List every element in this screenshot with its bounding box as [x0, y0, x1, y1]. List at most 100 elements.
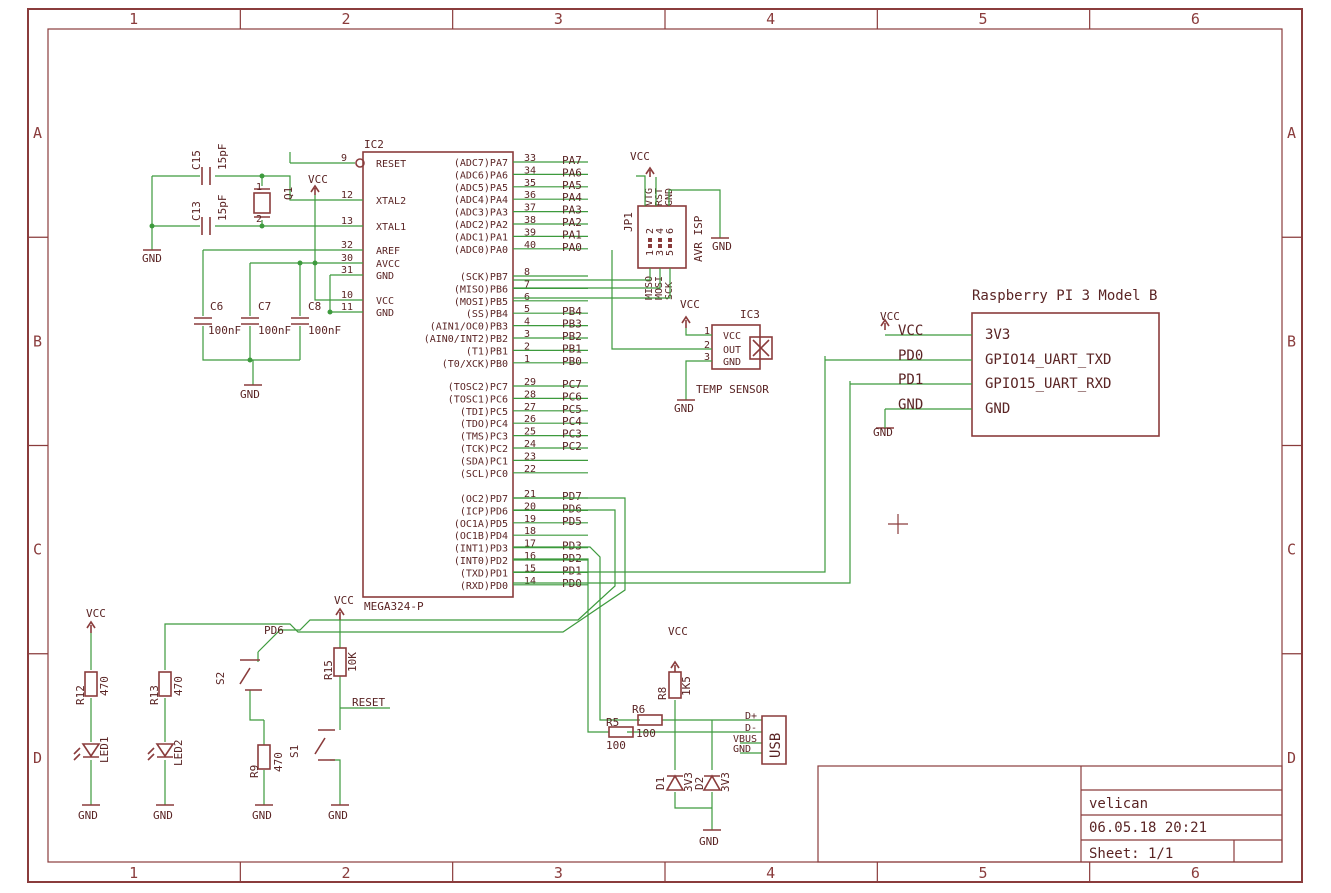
c13-value: 15pF — [216, 195, 229, 222]
grid-row-label: C — [1287, 541, 1296, 559]
c7-ref: C7 — [258, 300, 271, 313]
gnd-caps: GND — [240, 388, 260, 401]
mcu-pin-number: 19 — [524, 514, 536, 525]
grid-col-label: 3 — [554, 864, 563, 882]
vcc-switch: VCC — [334, 594, 354, 607]
mcu-pin-number: 3 — [524, 329, 530, 340]
isp-top-label: RST — [654, 188, 665, 206]
mcu-pin-number: 16 — [524, 551, 536, 562]
isp-pin-number: 1 — [645, 250, 656, 256]
d2-ref: D2 — [693, 777, 706, 790]
mcu-pin-name: (SS)PB4 — [466, 309, 508, 320]
temp-pin-name: VCC — [723, 331, 741, 342]
mcu-pin-number: 38 — [524, 215, 536, 226]
mcu-net-label: PA0 — [562, 241, 582, 254]
gnd-temp: GND — [674, 402, 694, 415]
vcc-usb: VCC — [668, 625, 688, 638]
usb-section: R6 100 R5 100 R8 1K5 D1 3V3 D2 3V3 USB D… — [606, 625, 787, 848]
mcu-net-label: PD6 — [562, 502, 582, 515]
title-author: velican — [1089, 796, 1148, 812]
temp-pin-number: 1 — [704, 326, 710, 337]
temp-pin-number: 3 — [704, 352, 710, 363]
rpi-net-wires — [825, 359, 886, 412]
d1-ref: D1 — [654, 777, 667, 790]
d2-value: 3V3 — [719, 772, 732, 792]
grid-col-label: 2 — [342, 864, 351, 882]
grid-col-label: 3 — [554, 10, 563, 28]
grid-col-label: 1 — [129, 10, 138, 28]
mcu-net-label: PA1 — [562, 228, 582, 241]
oscillator-section: C15 15pF C13 15pF 1 2 Q1 GND — [142, 144, 363, 265]
temp-pin-name: OUT — [723, 345, 741, 356]
grid-col-label: 1 — [129, 864, 138, 882]
mcu-pin-name: (ADC1)PA1 — [454, 232, 508, 243]
grid-col-label: 4 — [766, 864, 775, 882]
mcu-pin-number: 1 — [524, 354, 530, 365]
mcu-pin-number: 23 — [524, 451, 536, 462]
mcu-net-label: PC6 — [562, 390, 582, 403]
isp-name: AVR ISP — [692, 215, 705, 262]
mcu-net-label: PB0 — [562, 355, 582, 368]
mcu-net-label: PD3 — [562, 540, 582, 553]
mcu-pin-name: (TOSC1)PC6 — [448, 394, 508, 405]
r12-ref: R12 — [74, 685, 87, 705]
mcu-net-label: PB3 — [562, 318, 582, 331]
led1-ref: LED1 — [98, 737, 111, 764]
c8-ref: C8 — [308, 300, 321, 313]
mcu-pin-name: (TDI)PC5 — [460, 407, 508, 418]
grid-col-label: 6 — [1191, 10, 1200, 28]
isp-pin-pad — [648, 244, 652, 248]
mcu-net-label: PC4 — [562, 415, 582, 428]
isp-ref: JP1 — [622, 212, 635, 232]
rpi-pin-name: GPIO14_UART_TXD — [985, 352, 1111, 368]
mcu-pin-number: 15 — [524, 563, 536, 574]
rpi-net-label: PD0 — [898, 348, 923, 364]
mcu-pin-name: (OC1A)PD5 — [454, 519, 508, 530]
rpi-pin-name: GPIO15_UART_RXD — [985, 376, 1111, 392]
mcu-pin-number: 22 — [524, 464, 536, 475]
s2-ref: S2 — [214, 672, 227, 685]
grid-col-label: 5 — [979, 10, 988, 28]
vcc-temp: VCC — [680, 298, 700, 311]
mcu-pin-name: (ADC3)PA3 — [454, 208, 508, 219]
grid-col-label: 2 — [342, 10, 351, 28]
s1-ref: S1 — [288, 745, 301, 758]
gnd-rpi: GND — [873, 426, 893, 439]
mcu-pin-name: (MOSI)PB5 — [454, 297, 508, 308]
mcu-pin-number: 6 — [524, 292, 530, 303]
mcu-pin-number: 14 — [524, 576, 536, 587]
rpi-net-label: PD1 — [898, 372, 923, 388]
r8-value: 1K5 — [680, 676, 693, 696]
usb-pin-name: VBUS — [733, 734, 757, 745]
c13-ref: C13 — [190, 201, 203, 221]
mcu-pin-number: 17 — [524, 539, 536, 550]
mcu-net-label: PC7 — [562, 378, 582, 391]
mcu-pin-name: (ADC5)PA5 — [454, 183, 508, 194]
mcu-pin-number: 8 — [524, 267, 530, 278]
title-block: velican 06.05.18 20:21 Sheet: 1/1 — [817, 765, 1283, 863]
c8-value: 100nF — [308, 324, 341, 337]
mcu-pin-name: (AIN0/INT2)PB2 — [424, 334, 508, 345]
mcu-net-label: PC2 — [562, 440, 582, 453]
mcu-pin-name: (TOSC2)PC7 — [448, 382, 508, 393]
mcu-pin-number: 34 — [524, 165, 536, 176]
mcu-pin-name: (MISO)PB6 — [454, 284, 508, 295]
q1-pin2: 2 — [256, 214, 262, 225]
grid-col-label: 4 — [766, 10, 775, 28]
isp-pin-number: 6 — [665, 228, 676, 234]
grid-row-label: B — [33, 332, 42, 350]
isp-pin-pad — [668, 238, 672, 242]
mcu-pin-name: (INT1)PD3 — [454, 544, 508, 555]
vcc-rpi: VCC — [880, 310, 900, 323]
r13-value: 470 — [172, 676, 185, 696]
gnd-led1: GND — [78, 809, 98, 822]
mcu-pin-name: (TDO)PC4 — [460, 419, 508, 430]
led-section: R12 470 R13 470 LED1 LED2 VCC GND GND — [73, 607, 185, 822]
isp-pin-number: 3 — [655, 250, 666, 256]
mcu-net-label: PD5 — [562, 515, 582, 528]
mcu-pin-number: 40 — [524, 240, 536, 251]
raspberry-pi-header: Raspberry PI 3 Model B 3V3VCCGPIO14_UART… — [513, 288, 1160, 584]
mcu-pin-name: GND — [376, 271, 394, 282]
mcu-pin-name: XTAL1 — [376, 222, 406, 233]
